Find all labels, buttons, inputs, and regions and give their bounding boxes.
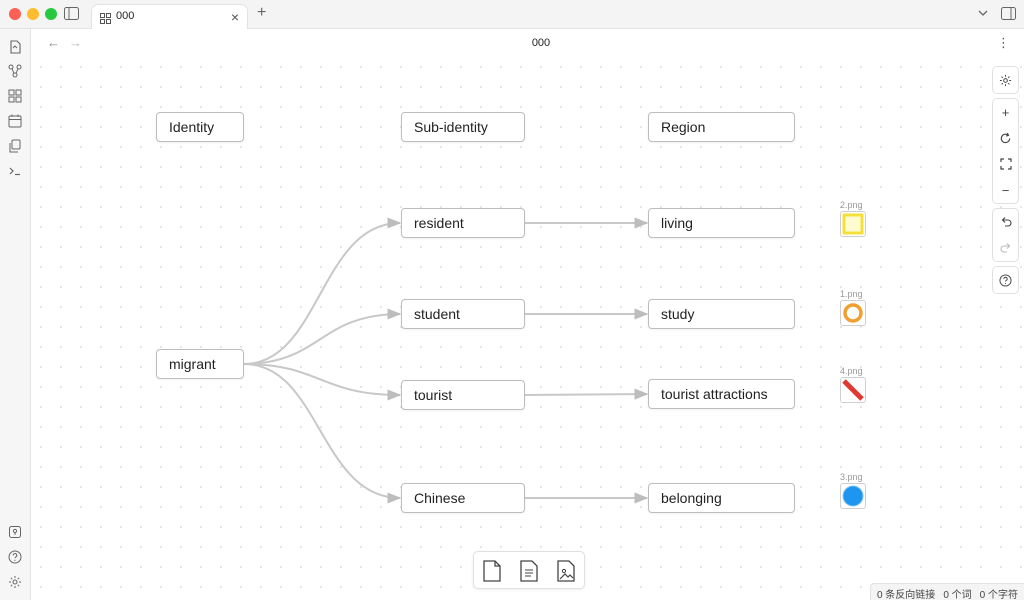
history-controls-group xyxy=(992,208,1019,262)
node-region[interactable]: Region xyxy=(648,112,795,142)
backlinks-count[interactable]: 0 条反向链接 xyxy=(876,590,936,600)
forward-arrow-icon[interactable]: → xyxy=(69,35,82,50)
image-label-1: 1.png xyxy=(840,289,863,299)
canvas-icon xyxy=(100,11,111,29)
node-study[interactable]: study xyxy=(648,299,795,329)
settings-gear-icon[interactable] xyxy=(6,573,24,591)
blue-circle-icon xyxy=(842,485,864,507)
graph-view-icon[interactable] xyxy=(6,62,24,80)
canvas-grid-icon[interactable] xyxy=(6,87,24,105)
orange-ring-icon xyxy=(843,303,863,323)
close-tab-icon[interactable]: × xyxy=(230,9,239,25)
calendar-icon[interactable] xyxy=(6,112,24,130)
canvas-settings-gear-icon[interactable] xyxy=(993,67,1018,93)
left-ribbon xyxy=(0,29,31,600)
open-file-icon[interactable] xyxy=(6,38,24,56)
yellow-square-icon xyxy=(842,213,864,235)
new-tab-icon[interactable]: + xyxy=(257,4,267,21)
undo-icon[interactable] xyxy=(993,209,1018,235)
back-arrow-icon[interactable]: ← xyxy=(47,35,60,50)
status-bar: 0 条反向链接 0 个词 0 个字符 xyxy=(869,583,1024,600)
vault-help-icon[interactable] xyxy=(6,523,24,541)
zoom-controls-group: + − xyxy=(992,98,1019,204)
node-migrant[interactable]: migrant xyxy=(156,349,244,379)
node-identity[interactable]: Identity xyxy=(156,112,244,142)
minimize-window-button[interactable] xyxy=(27,8,39,20)
reset-zoom-icon[interactable] xyxy=(993,125,1018,151)
node-belonging[interactable]: belonging xyxy=(648,483,795,513)
redo-icon[interactable] xyxy=(993,235,1018,261)
canvas-area[interactable] xyxy=(31,57,1024,600)
maximize-window-button[interactable] xyxy=(45,8,57,20)
zoom-to-fit-icon[interactable] xyxy=(993,151,1018,177)
node-living[interactable]: living xyxy=(648,208,795,238)
image-node-1[interactable] xyxy=(840,300,866,326)
node-resident[interactable]: resident xyxy=(401,208,525,238)
image-node-2[interactable] xyxy=(840,211,866,237)
word-count: 0 个词 xyxy=(943,590,972,600)
add-note-icon[interactable] xyxy=(517,559,541,583)
zoom-in-icon[interactable]: + xyxy=(1001,104,1010,120)
node-student[interactable]: student xyxy=(401,299,525,329)
close-window-button[interactable] xyxy=(9,8,21,20)
help-icon[interactable] xyxy=(6,548,24,566)
add-media-icon[interactable] xyxy=(554,559,578,583)
right-sidebar-toggle-icon[interactable] xyxy=(1001,7,1016,22)
image-label-2: 2.png xyxy=(840,200,863,210)
image-label-4: 4.png xyxy=(840,366,863,376)
chevron-down-icon[interactable] xyxy=(977,7,989,21)
node-tourist-attractions[interactable]: tourist attractions xyxy=(648,379,795,409)
title-bar: 000 × + xyxy=(0,0,1024,30)
red-slash-icon xyxy=(842,379,864,401)
sidebar-toggle-icon[interactable] xyxy=(64,7,79,22)
canvas-help-icon[interactable] xyxy=(993,267,1018,293)
tab-title: 000 xyxy=(116,10,135,22)
char-count: 0 个字符 xyxy=(979,590,1018,600)
canvas-help-group xyxy=(992,266,1019,294)
view-header: ← → 000 ⋮ xyxy=(31,29,1024,57)
page-title: 000 xyxy=(531,37,551,49)
add-card-icon[interactable] xyxy=(480,559,504,583)
canvas-settings-group xyxy=(992,66,1019,94)
tab-000[interactable]: 000 × xyxy=(91,4,248,30)
image-node-3[interactable] xyxy=(840,483,866,509)
copy-icon[interactable] xyxy=(6,137,24,155)
node-sub-identity[interactable]: Sub-identity xyxy=(401,112,525,142)
canvas-add-toolbar xyxy=(473,551,585,589)
image-label-3: 3.png xyxy=(840,472,863,482)
terminal-icon[interactable] xyxy=(6,162,24,180)
more-options-icon[interactable]: ⋮ xyxy=(997,35,1010,50)
image-node-4[interactable] xyxy=(840,377,866,403)
node-chinese[interactable]: Chinese xyxy=(401,483,525,513)
node-tourist[interactable]: tourist xyxy=(401,380,525,410)
zoom-out-icon[interactable]: − xyxy=(1001,182,1010,198)
